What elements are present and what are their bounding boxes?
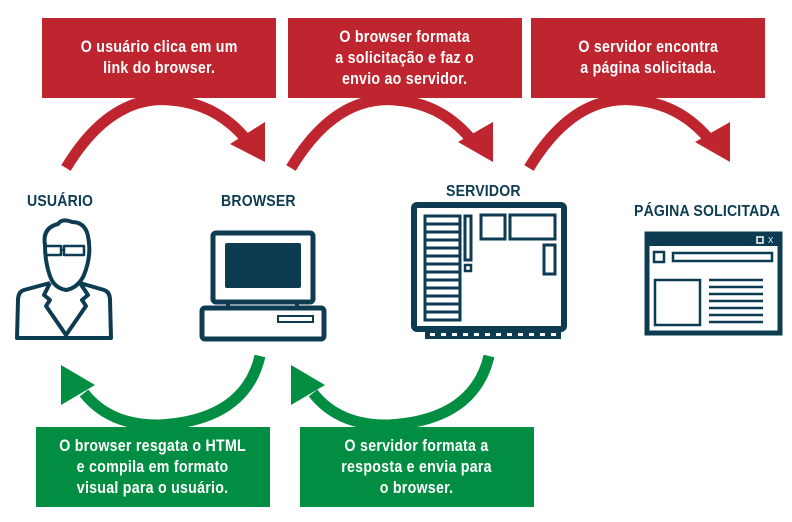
arrowhead-icon: [230, 122, 265, 162]
computer-icon: [199, 230, 327, 342]
arrowhead-icon: [291, 365, 325, 405]
step-3-box: O servidor encontra a página solicitada.: [531, 18, 765, 98]
server-label: SERVIDOR: [446, 183, 521, 200]
arrowhead-icon: [61, 365, 95, 405]
step-1-box: O usuário clica em um link do browser.: [42, 18, 276, 98]
request-arrow-1: [61, 94, 265, 171]
user-icon: [15, 218, 113, 340]
arrowhead-icon: [695, 122, 730, 162]
step-3-text: O servidor encontra a página solicitada.: [578, 38, 718, 77]
page-label: PÁGINA SOLICITADA: [634, 203, 781, 220]
browser-label: BROWSER: [221, 193, 296, 210]
response-arrow-1: [61, 354, 266, 431]
step-4-text: O servidor formata a resposta e envia pa…: [341, 436, 493, 497]
response-arrow-2: [291, 354, 495, 431]
maximize-icon: [756, 236, 764, 244]
step-4-box: O servidor formata a resposta e envia pa…: [300, 427, 534, 507]
user-label: USUÁRIO: [27, 193, 94, 210]
step-2-text: O browser formata a solicitação e faz o …: [335, 27, 475, 88]
arrowhead-icon: [458, 122, 493, 162]
webpage-window-icon: X: [644, 231, 783, 336]
request-arrow-3: [524, 94, 730, 171]
step-5-text: O browser resgata o HTML e compila em fo…: [59, 436, 247, 497]
step-5-box: O browser resgata o HTML e compila em fo…: [36, 427, 270, 507]
request-arrow-2: [286, 94, 493, 171]
window-close-icon: X: [768, 236, 774, 245]
step-2-box: O browser formata a solicitação e faz o …: [288, 18, 522, 98]
server-icon: [411, 202, 567, 339]
step-1-text: O usuário clica em um link do browser.: [80, 38, 238, 77]
